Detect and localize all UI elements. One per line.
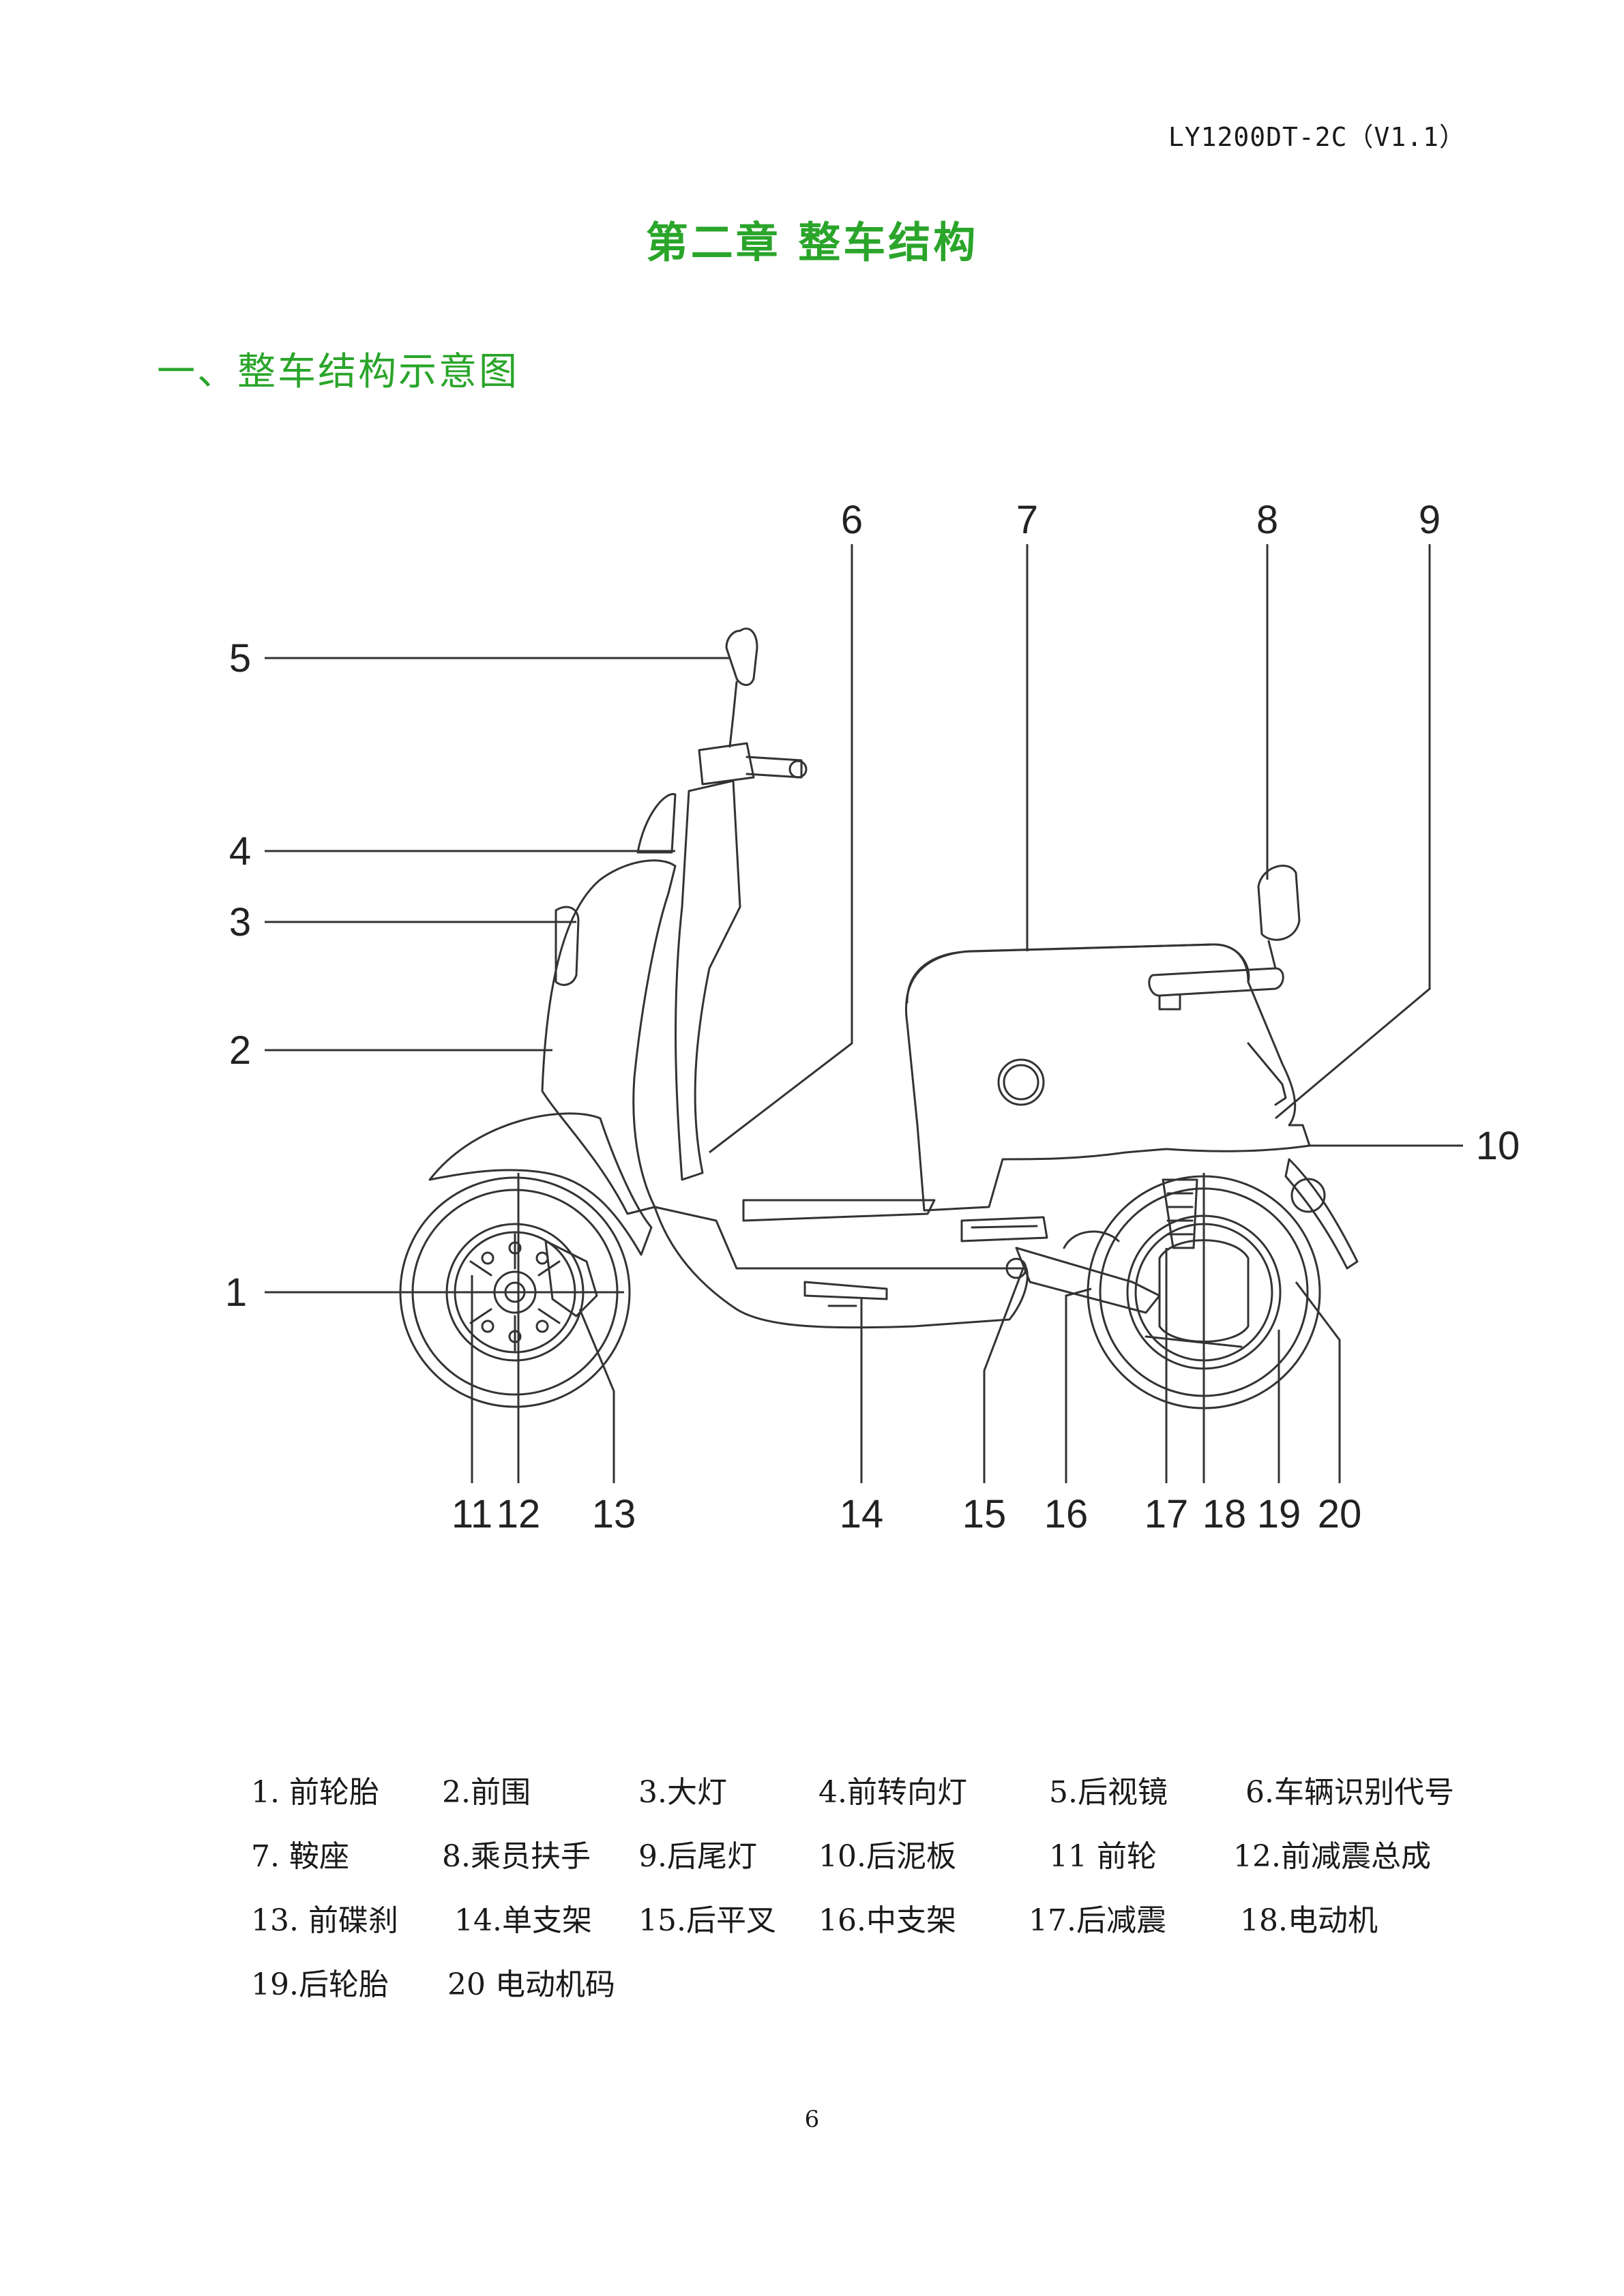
legend-row: 19.后轮胎 20 电动机码 xyxy=(251,1960,1547,2024)
callout-2: 2 xyxy=(229,1028,251,1073)
legend-item: 11 前轮 xyxy=(1049,1839,1157,1874)
front-fender-drawing xyxy=(428,1112,653,1256)
rear-body-drawing xyxy=(905,943,1311,1212)
handlebar-drawing xyxy=(698,627,808,786)
legend-item: 5.后视镜 xyxy=(1049,1775,1168,1810)
legend-row: 1. 前轮胎 2.前围 3.大灯 4.前转向灯 5.后视镜 6.车辆识别代号 xyxy=(251,1768,1547,1832)
legend-item: 12.前减震总成 xyxy=(1233,1839,1431,1874)
legend-item: 8.乘员扶手 xyxy=(442,1839,591,1874)
page-number: 6 xyxy=(804,2106,820,2133)
legend-item: 1. 前轮胎 xyxy=(251,1775,379,1810)
document-code: LY1200DT-2C（V1.1） xyxy=(1168,122,1466,152)
legend-item: 15.后平叉 xyxy=(638,1903,776,1938)
callout-9: 9 xyxy=(1419,498,1441,542)
leader-lines xyxy=(265,544,1463,1483)
legend-item: 14.单支架 xyxy=(454,1903,592,1938)
callout-20: 20 xyxy=(1318,1492,1362,1536)
parts-legend: 1. 前轮胎 2.前围 3.大灯 4.前转向灯 5.后视镜 6.车辆识别代号 7… xyxy=(251,1768,1547,2024)
scooter-drawing xyxy=(399,627,1359,1410)
side-stand-drawing xyxy=(803,1281,888,1300)
steering-column-drawing xyxy=(675,779,741,1181)
legend-item: 4.前转向灯 xyxy=(818,1775,967,1810)
callout-5: 5 xyxy=(229,636,251,681)
callout-15: 15 xyxy=(962,1492,1007,1536)
callout-11: 11 xyxy=(452,1492,492,1536)
side-emblem-drawing xyxy=(997,1058,1045,1106)
headlight-drawing xyxy=(555,906,580,986)
callout-4: 4 xyxy=(229,829,251,874)
front-turn-signal-drawing xyxy=(636,793,677,854)
legend-item: 18.电动机 xyxy=(1240,1903,1378,1938)
callout-19: 19 xyxy=(1257,1492,1301,1536)
legend-item: 16.中支架 xyxy=(818,1903,956,1938)
legend-row: 7. 鞍座 8.乘员扶手 9.后尾灯 10.后泥板 11 前轮 12.前减震总成 xyxy=(251,1832,1547,1896)
seat-drawing xyxy=(906,943,1250,1004)
callout-6: 6 xyxy=(841,498,863,542)
legend-item: 9.后尾灯 xyxy=(638,1839,757,1874)
section-title: 一、整车结构示意图 xyxy=(157,350,519,394)
callout-14: 14 xyxy=(840,1492,884,1536)
callout-10: 10 xyxy=(1476,1124,1520,1168)
legend-item: 20 电动机码 xyxy=(447,1967,615,2002)
rear-light-drawing xyxy=(1247,1042,1287,1106)
legend-item: 17.后减震 xyxy=(1029,1903,1166,1938)
callout-8: 8 xyxy=(1256,498,1278,542)
rear-shock-drawing xyxy=(1162,1178,1198,1249)
legend-item: 7. 鞍座 xyxy=(251,1839,349,1874)
legend-item: 13. 前碟刹 xyxy=(251,1903,398,1938)
front-shield-drawing xyxy=(541,859,677,1215)
callout-17: 17 xyxy=(1145,1492,1189,1536)
pillion-step-drawing xyxy=(960,1216,1048,1242)
swing-arm-drawing xyxy=(1015,1247,1161,1314)
legend-item: 3.大灯 xyxy=(638,1775,727,1810)
callout-3: 3 xyxy=(229,900,251,944)
legend-item: 10.后泥板 xyxy=(818,1839,956,1874)
callout-7: 7 xyxy=(1016,498,1038,542)
callout-numbers: 1 2 3 4 5 6 7 8 9 10 11 12 13 14 15 16 1… xyxy=(225,498,1520,1536)
backrest-drawing xyxy=(1257,865,1301,941)
callout-12: 12 xyxy=(497,1492,541,1536)
callout-1: 1 xyxy=(225,1270,247,1315)
legend-item: 6.车辆识别代号 xyxy=(1245,1775,1454,1810)
grab-rail-drawing xyxy=(1148,967,1284,997)
callout-16: 16 xyxy=(1044,1492,1089,1536)
floorboard-drawing xyxy=(653,1206,1029,1329)
callout-18: 18 xyxy=(1202,1492,1247,1536)
legend-row: 13. 前碟刹 14.单支架 15.后平叉 16.中支架 17.后减震 18.电… xyxy=(251,1896,1547,1960)
chapter-title: 第二章 整车结构 xyxy=(645,218,979,267)
callout-13: 13 xyxy=(592,1492,636,1536)
legend-item: 19.后轮胎 xyxy=(251,1967,389,2002)
rear-fender-drawing xyxy=(1284,1158,1359,1270)
legend-item: 2.前围 xyxy=(442,1775,531,1810)
